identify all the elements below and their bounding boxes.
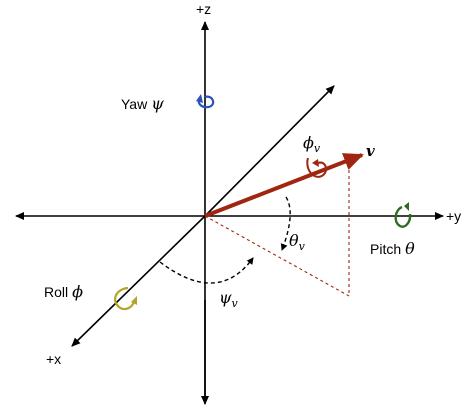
vector-v xyxy=(204,153,364,218)
x-axis xyxy=(71,215,206,347)
yaw-rotation-icon xyxy=(196,94,215,109)
y-axis-label: +y xyxy=(446,208,461,224)
pitch-rotation-icon xyxy=(394,202,412,228)
roll-rotation-icon xyxy=(114,286,137,311)
x-axis-neg xyxy=(204,85,335,217)
theta-v-arc xyxy=(280,196,291,251)
z-axis-label: +z xyxy=(196,1,211,17)
vector-v-label: v xyxy=(366,142,375,160)
theta-v-label: θv xyxy=(289,231,306,253)
projection-base-line xyxy=(204,215,350,297)
psi-v-arc xyxy=(159,257,254,284)
x-axis-label: +x xyxy=(46,351,61,367)
psi-v-label: ψv xyxy=(219,288,239,310)
phi-v-rotation-icon xyxy=(306,157,328,178)
phi-v-label: ϕv xyxy=(303,133,321,155)
